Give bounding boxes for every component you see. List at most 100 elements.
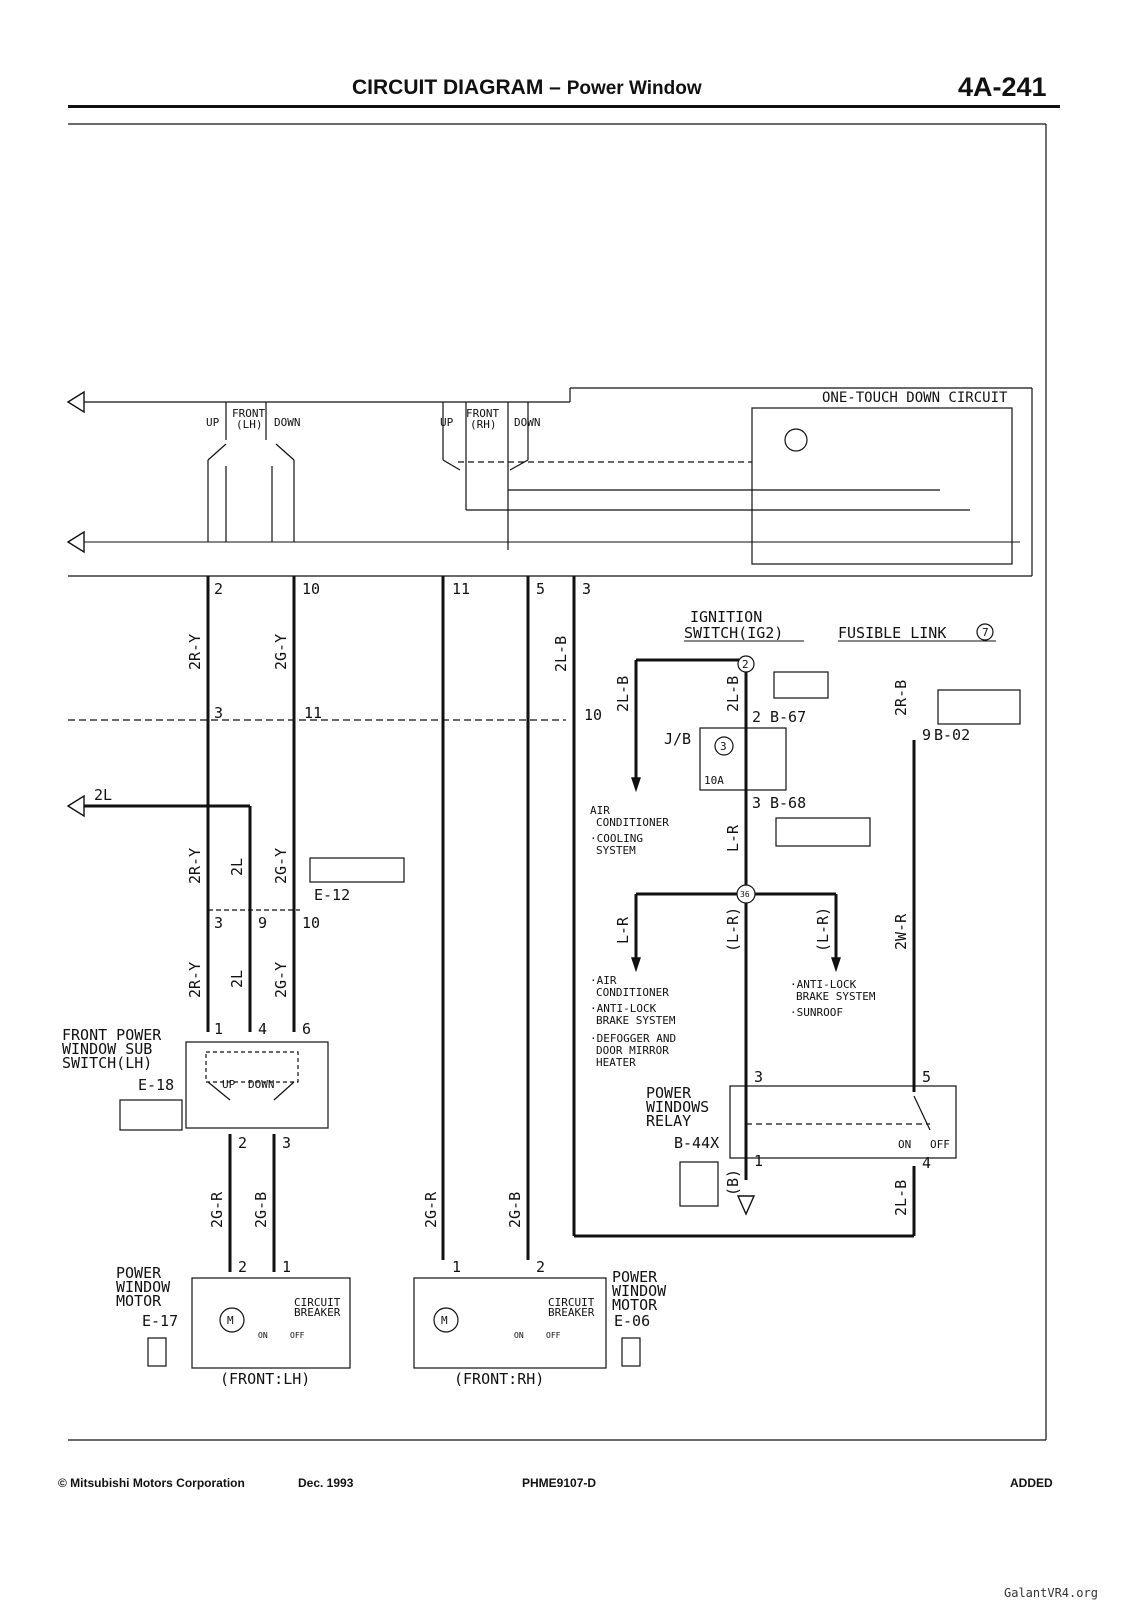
pin-9-low: 9 bbox=[258, 914, 267, 932]
svg-text:2G-Y: 2G-Y bbox=[272, 962, 290, 998]
relay-on-label: ON bbox=[898, 1138, 911, 1151]
pin-4-sub: 4 bbox=[258, 1020, 267, 1038]
cb-lh-1: CIRCUIT bbox=[294, 1296, 341, 1309]
circle-36: 36 bbox=[740, 890, 750, 899]
fusible-link-label: FUSIBLE LINK bbox=[838, 624, 946, 642]
sub-down-label: DOWN bbox=[248, 1078, 275, 1091]
lh-up-label: UP bbox=[206, 416, 220, 429]
svg-text:2L-B: 2L-B bbox=[614, 676, 632, 712]
page-subtitle: Power Window bbox=[566, 78, 702, 99]
fuse-label: 10A bbox=[704, 774, 724, 787]
conn-e12: E-12 bbox=[314, 886, 350, 904]
ignition-label: IGNITION bbox=[690, 608, 762, 626]
svg-text:2R-B: 2R-B bbox=[892, 680, 910, 716]
pin-2-motor-lh: 2 bbox=[238, 1258, 247, 1276]
svg-text:2L: 2L bbox=[228, 970, 246, 988]
footer-status: ADDED bbox=[1010, 1476, 1053, 1490]
svg-text:2R-Y: 2R-Y bbox=[186, 848, 204, 884]
conn-b44x: B-44X bbox=[674, 1134, 719, 1152]
pin-3-b68: 3 bbox=[752, 794, 761, 812]
footer-code: PHME9107-D bbox=[522, 1476, 597, 1490]
motor-lh-label-2: WINDOW bbox=[116, 1278, 171, 1296]
pin-5-relay: 5 bbox=[922, 1068, 931, 1086]
svg-text:2G-Y: 2G-Y bbox=[272, 848, 290, 884]
pin-3-top: 3 bbox=[582, 580, 591, 598]
footer-date: Dec. 1993 bbox=[298, 1476, 354, 1490]
pin-11-mid: 11 bbox=[304, 704, 322, 722]
load-abs-r1: ·ANTI-LOCK bbox=[790, 978, 857, 991]
load-ac-1: AIR bbox=[590, 804, 610, 817]
front-lh-label: (FRONT:LH) bbox=[220, 1370, 310, 1388]
sub-up-label: UP bbox=[222, 1078, 236, 1091]
cb-rh-1: CIRCUIT bbox=[548, 1296, 595, 1309]
conn-b68: B-68 bbox=[770, 794, 806, 812]
pin-11-top: 11 bbox=[452, 580, 470, 598]
load-ac-b2: CONDITIONER bbox=[596, 986, 669, 999]
page-number: 4A-241 bbox=[958, 72, 1047, 102]
cb-lh-2: BREAKER bbox=[294, 1306, 341, 1319]
svg-text:2L-B: 2L-B bbox=[892, 1180, 910, 1216]
pin-10-mid: 10 bbox=[584, 706, 602, 724]
svg-text:2L: 2L bbox=[228, 858, 246, 876]
motor-rh-label-3: MOTOR bbox=[612, 1296, 658, 1314]
svg-text:2G-B: 2G-B bbox=[506, 1192, 524, 1228]
motor-lh-m: M bbox=[227, 1314, 234, 1327]
pin-3-relay: 3 bbox=[754, 1068, 763, 1086]
motor-rh-m: M bbox=[441, 1314, 448, 1327]
conn-e18: E-18 bbox=[138, 1076, 174, 1094]
relay-label-3: RELAY bbox=[646, 1112, 691, 1130]
conn-e17: E-17 bbox=[142, 1312, 178, 1330]
front-rh-label: (FRONT:RH) bbox=[454, 1370, 544, 1388]
rh-down-label: DOWN bbox=[514, 416, 541, 429]
cb-lh-off: OFF bbox=[290, 1331, 305, 1340]
footer-copyright: © Mitsubishi Motors Corporation bbox=[58, 1476, 245, 1490]
ignition-switch-label: SWITCH(IG2) bbox=[684, 624, 783, 642]
svg-text:L-R: L-R bbox=[614, 916, 632, 944]
page-title: CIRCUIT DIAGRAM – Power Window bbox=[352, 76, 702, 99]
svg-text:(L-R): (L-R) bbox=[724, 907, 742, 952]
motor-rh-label-2: WINDOW bbox=[612, 1282, 667, 1300]
pin-9-b02: 9 bbox=[922, 726, 931, 744]
svg-text:2W-R: 2W-R bbox=[892, 913, 910, 950]
cb-rh-2: BREAKER bbox=[548, 1306, 595, 1319]
svg-text:(B): (B) bbox=[724, 1169, 742, 1196]
pin-1-relay: 1 bbox=[754, 1152, 763, 1170]
pin-5-top: 5 bbox=[536, 580, 545, 598]
pin-1-motor-rh: 1 bbox=[452, 1258, 461, 1276]
svg-text:2G-R: 2G-R bbox=[208, 1191, 226, 1228]
pin-2-top: 2 bbox=[214, 580, 223, 598]
load-cool-2: SYSTEM bbox=[596, 844, 636, 857]
load-ac-2: CONDITIONER bbox=[596, 816, 669, 829]
rh-up-label: UP bbox=[440, 416, 454, 429]
header-rule bbox=[68, 105, 1060, 108]
conn-e06: E-06 bbox=[614, 1312, 650, 1330]
watermark: GalantVR4.org bbox=[1004, 1586, 1098, 1600]
load-abs-2: BRAKE SYSTEM bbox=[596, 1014, 676, 1027]
load-cool-1: ·COOLING bbox=[590, 832, 643, 845]
sub-switch-label-3: SWITCH(LH) bbox=[62, 1054, 152, 1072]
relay-label-2: WINDOWS bbox=[646, 1098, 709, 1116]
pin-10-top: 10 bbox=[302, 580, 320, 598]
svg-text:2G-Y: 2G-Y bbox=[272, 634, 290, 670]
pin-2-sub: 2 bbox=[238, 1134, 247, 1152]
load-abs-1: ·ANTI-LOCK bbox=[590, 1002, 657, 1015]
fusible-number: 7 bbox=[982, 626, 989, 639]
pin-3-mid: 3 bbox=[214, 704, 223, 722]
pin-1-sub: 1 bbox=[214, 1020, 223, 1038]
fuse-circle-3: 3 bbox=[720, 740, 727, 753]
relay-off-label: OFF bbox=[930, 1138, 950, 1151]
jb-label: J/B bbox=[664, 730, 691, 748]
conn-b67: B-67 bbox=[770, 708, 806, 726]
svg-text:2G-R: 2G-R bbox=[422, 1191, 440, 1228]
load-defog-1: ·DEFOGGER AND bbox=[590, 1032, 676, 1045]
pin-3-low: 3 bbox=[214, 914, 223, 932]
svg-text:2L-B: 2L-B bbox=[724, 676, 742, 712]
load-defog-2: DOOR MIRROR bbox=[596, 1044, 669, 1057]
svg-text:(L-R): (L-R) bbox=[814, 907, 832, 952]
conn-b02: B-02 bbox=[934, 726, 970, 744]
pin-4-relay: 4 bbox=[922, 1154, 931, 1172]
relay-label-1: POWER bbox=[646, 1084, 692, 1102]
svg-text:2G-B: 2G-B bbox=[252, 1192, 270, 1228]
circle-2: 2 bbox=[742, 658, 749, 671]
